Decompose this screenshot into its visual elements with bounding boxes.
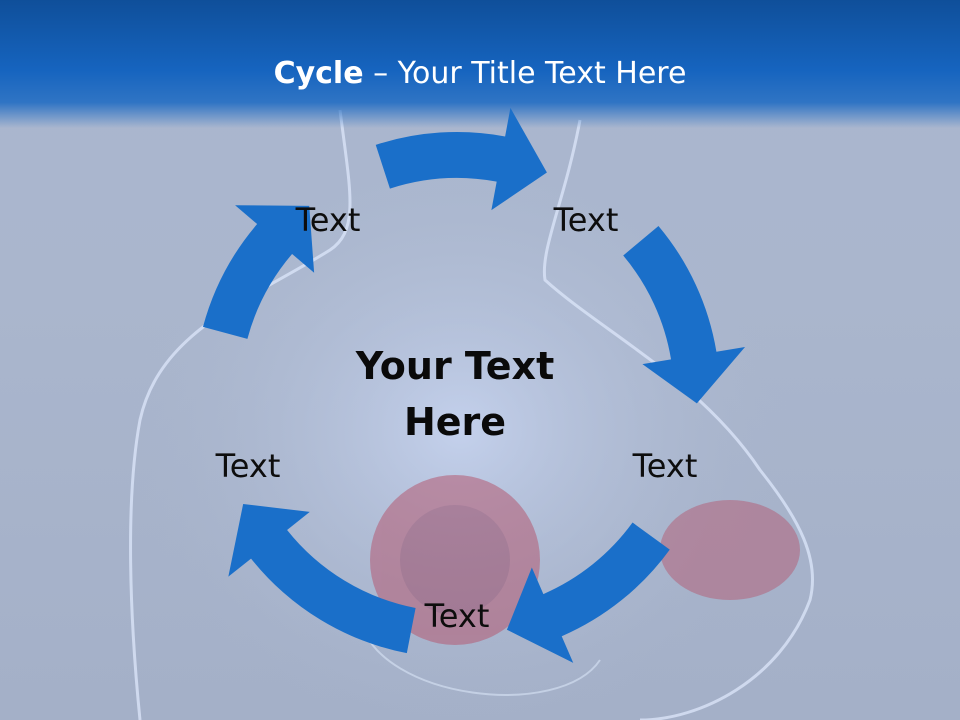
title-bold: Cycle: [273, 56, 364, 91]
cycle-label-4: Text: [424, 597, 490, 635]
tissue-cluster-left: [370, 475, 540, 645]
title-rest: – Your Title Text Here: [363, 56, 687, 91]
cycle-label-3: Text: [632, 447, 698, 485]
center-text: Your Text Here: [330, 338, 580, 450]
cycle-label-5: Text: [215, 447, 281, 485]
center-text-line-2: Here: [403, 400, 507, 444]
cycle-arrow-5: [202, 205, 315, 339]
cycle-label-2: Text: [553, 201, 619, 239]
center-text-line-1: Your Text: [355, 344, 555, 388]
slide-title: Cycle – Your Title Text Here: [0, 54, 960, 94]
cycle-arrow-1: [375, 107, 547, 211]
cycle-arrow-3: [506, 522, 670, 663]
tissue-cluster-right: [660, 500, 800, 600]
cycle-arrow-2: [623, 225, 746, 404]
cycle-arrow-4: [228, 503, 416, 654]
title-bar: [0, 0, 960, 128]
cycle-label-1: Text: [295, 201, 361, 239]
